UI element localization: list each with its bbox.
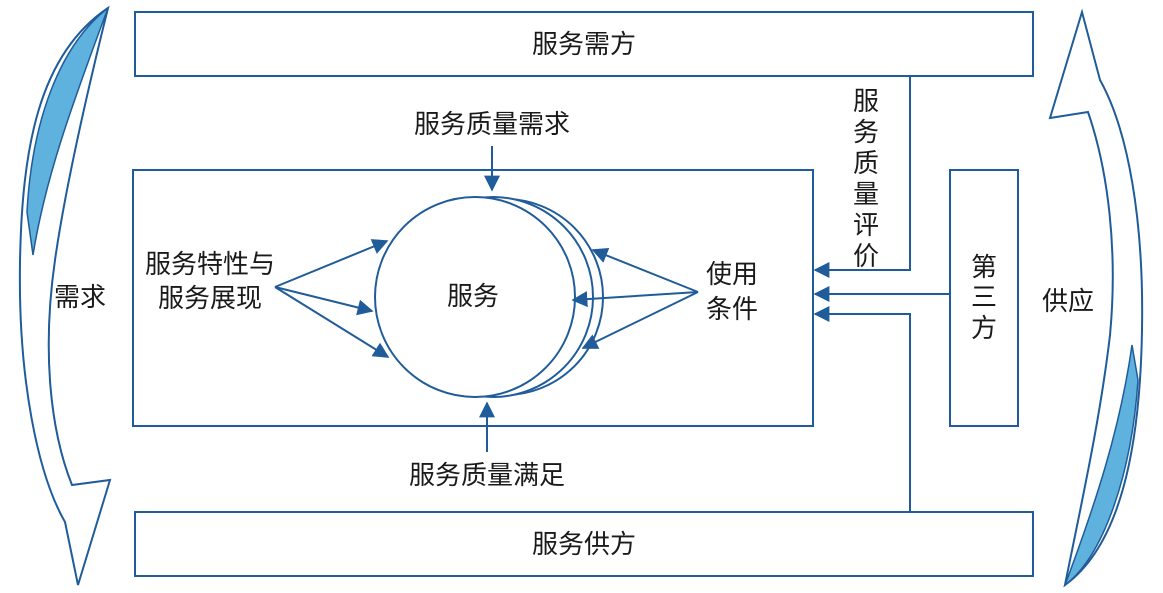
supply-arrow-fill bbox=[1063, 344, 1139, 588]
quality-evaluation-char-3: 质 bbox=[853, 149, 879, 179]
quality-evaluation-char-5: 评 bbox=[853, 211, 879, 241]
supply-side-connector bbox=[813, 306, 911, 512]
quality-demand-label: 服务质量需求 bbox=[414, 110, 570, 140]
demand-label: 需求 bbox=[54, 283, 106, 313]
demand-side-connector bbox=[813, 76, 911, 278]
demand-arrow-fill bbox=[26, 5, 110, 256]
service-characteristics-label-1: 服务特性与 bbox=[145, 250, 275, 280]
third-party-label-3: 方 bbox=[971, 314, 997, 344]
quality-evaluation-char-2: 务 bbox=[853, 118, 879, 148]
quality-satisfaction-label: 服务质量满足 bbox=[409, 461, 565, 491]
demand-side-box bbox=[134, 11, 1034, 77]
usage-conditions-label-2: 条件 bbox=[706, 295, 758, 325]
demand-side-label: 服务需方 bbox=[532, 30, 636, 60]
service-circle-group bbox=[374, 196, 604, 398]
demand-curved-arrow bbox=[18, 5, 112, 586]
conditions-arrow-bottom bbox=[581, 291, 699, 349]
third-party-label-2: 三 bbox=[971, 283, 997, 313]
supply-label: 供应 bbox=[1042, 287, 1094, 317]
supply-side-box bbox=[134, 511, 1034, 577]
service-characteristics-label-2: 服务展现 bbox=[158, 284, 262, 314]
supply-side-label: 服务供方 bbox=[532, 530, 636, 560]
quality-evaluation-char-6: 价 bbox=[853, 242, 879, 272]
characteristics-arrow-top bbox=[274, 239, 389, 288]
conditions-arrow-middle bbox=[571, 291, 699, 308]
quality-evaluation-char-1: 服 bbox=[853, 87, 879, 117]
service-label: 服务 bbox=[447, 282, 499, 312]
third-party-box bbox=[949, 169, 1019, 427]
characteristics-arrow-middle bbox=[274, 286, 374, 316]
characteristics-arrow-bottom bbox=[274, 286, 390, 358]
conditions-arrow-top bbox=[591, 247, 699, 293]
usage-conditions-label-1: 使用 bbox=[706, 260, 758, 290]
third-party-label-1: 第 bbox=[971, 253, 997, 283]
supply-curved-arrow bbox=[1048, 8, 1144, 588]
quality-evaluation-char-4: 量 bbox=[853, 180, 879, 210]
